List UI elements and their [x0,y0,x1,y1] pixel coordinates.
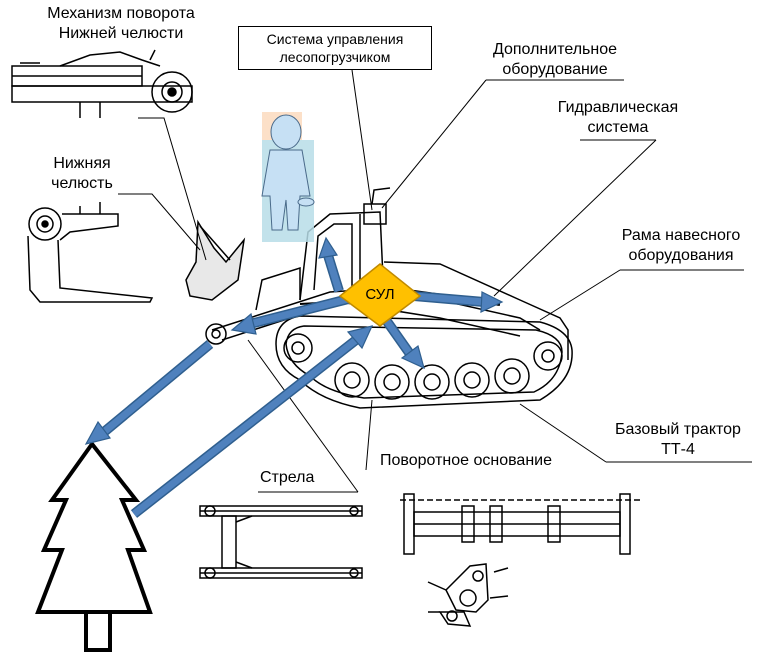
arrow-to-sul-head [346,325,374,350]
additional-equipment-label: Дополнительное оборудование [470,40,640,80]
arrow-to-cab-head [318,236,339,259]
base-tractor-label: Базовый трактор ТТ-4 [596,420,760,460]
base-tractor-line-2: ТТ-4 [661,441,695,458]
leader-lines [118,69,752,493]
lower-jaw-rotation-line-1: Механизм поворота [47,5,195,22]
sul-label: СУЛ [365,286,395,303]
lower-jaw-line-2: челюсть [51,175,113,192]
arrow-to-hydraulics-head [480,291,504,313]
rotary-base-label: Поворотное основание [380,452,552,469]
sul-diamond [338,263,422,327]
lower-jaw-rotation-line-2: Нижней челюсти [58,25,184,42]
arrow-to-cab-fill [323,250,343,293]
boom-drawing [199,505,363,579]
lower-jaw-line-1: Нижняя [53,155,111,172]
flow-arrows [84,236,504,518]
boom-label: Стрела [260,469,315,486]
mount-frame-line-2: оборудования [628,247,734,264]
control-system-box: Система управления лесопогрузчиком [238,26,432,70]
arrow-to-tracks-head [400,344,425,370]
hydraulic-system-line-2: система [587,119,649,136]
hydraulic-system-label: Гидравлическая система [530,98,706,138]
fir-tree-icon [35,440,153,652]
arrow-to-jaw-head [230,312,257,335]
mount-frame-line-1: Рама навесного [621,227,741,244]
additional-equipment-line-2: оборудование [502,61,608,78]
control-system-line-1: Система управления [266,31,404,47]
hydraulic-system-line-1: Гидравлическая [557,99,679,116]
rotary-base-drawing [400,493,640,627]
mount-frame-label: Рама навесного оборудования [602,226,760,266]
base-tractor-line-1: Базовый трактор [615,421,741,438]
operator-figure-icon [261,112,315,242]
lower-jaw-label: Нижняя челюсть [30,154,134,194]
additional-equipment-line-1: Дополнительное [492,41,618,58]
lower-jaw-rotation-label: Механизм поворота Нижней челюсти [28,4,214,44]
lower-jaw-drawing [27,202,154,303]
arrow-to-tree-head [84,420,112,445]
control-system-line-2: лесопогрузчиком [279,49,391,65]
jaw-rotation-mechanism-drawing [11,49,193,118]
